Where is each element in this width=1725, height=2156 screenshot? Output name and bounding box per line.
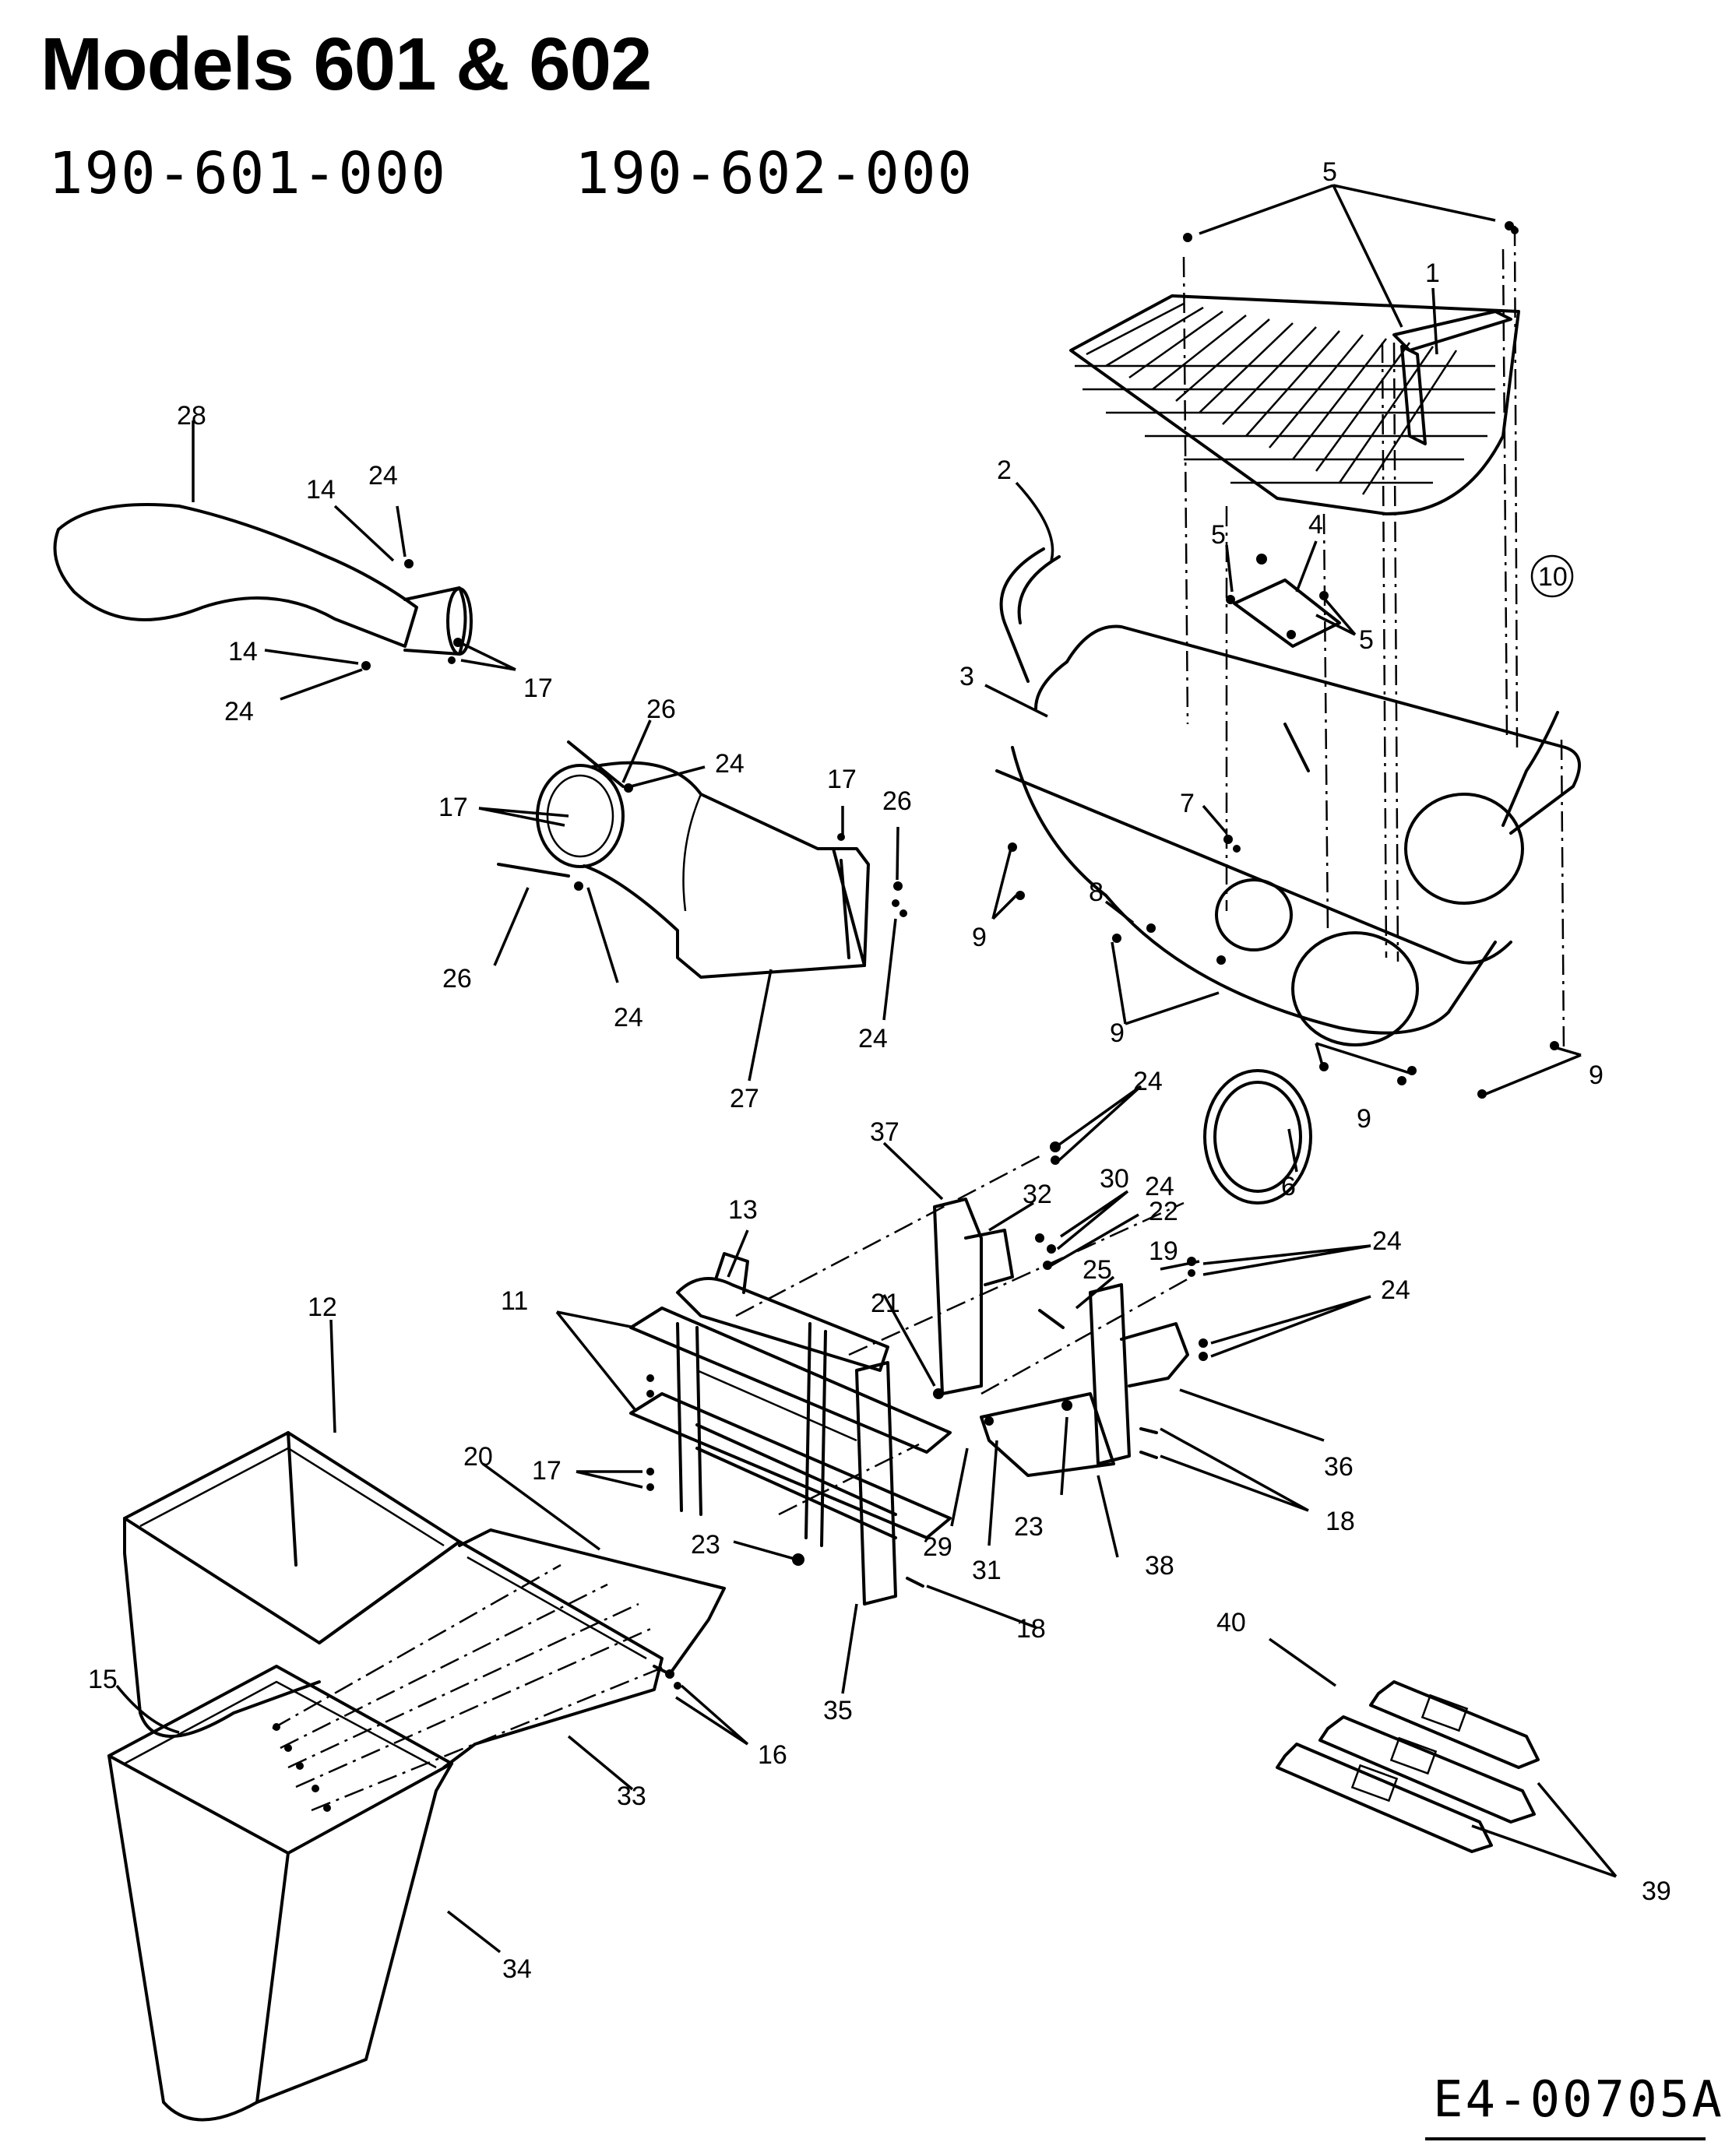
callout-37: 37 bbox=[870, 1117, 899, 1147]
callout-24-b: 24 bbox=[224, 697, 254, 726]
callout-1: 1 bbox=[1425, 259, 1440, 288]
callout-7: 7 bbox=[1180, 789, 1195, 818]
callout-22: 22 bbox=[1149, 1197, 1178, 1226]
part-plate-4 bbox=[1233, 579, 1341, 648]
callout-2: 2 bbox=[997, 455, 1012, 485]
chute-fasteners bbox=[361, 559, 907, 917]
hood-fasteners bbox=[1008, 221, 1559, 1099]
part-frame-33 bbox=[318, 1540, 664, 1769]
callout-39: 39 bbox=[1642, 1876, 1671, 1906]
callout-24-d: 24 bbox=[614, 1003, 643, 1032]
callout-26-c: 26 bbox=[442, 964, 472, 994]
callout-34: 34 bbox=[502, 1954, 532, 1984]
part-blades-39-40 bbox=[1276, 1680, 1540, 1853]
callout-6: 6 bbox=[1281, 1172, 1296, 1201]
callout-17-b: 17 bbox=[438, 793, 468, 822]
callout-36: 36 bbox=[1324, 1452, 1354, 1482]
callout-33: 33 bbox=[617, 1781, 646, 1811]
part-upright-35 bbox=[855, 1361, 897, 1606]
part-hood-3 bbox=[995, 624, 1581, 1046]
callout-9-a: 9 bbox=[972, 923, 987, 952]
callout-26-b: 26 bbox=[882, 786, 912, 816]
callout-21: 21 bbox=[871, 1289, 900, 1318]
part-frame-11 bbox=[629, 1307, 952, 1547]
callout-9-b: 9 bbox=[1110, 1018, 1125, 1048]
callout-leaders bbox=[115, 184, 1618, 1954]
callout-24-i: 24 bbox=[1381, 1275, 1410, 1305]
callout-24-f: 24 bbox=[1133, 1067, 1163, 1096]
part-chute-28 bbox=[53, 503, 473, 656]
part-plate-20 bbox=[458, 1528, 726, 1676]
callout-5-top: 5 bbox=[1322, 157, 1337, 187]
callout-5-right: 5 bbox=[1359, 625, 1374, 655]
part-ring-6 bbox=[1203, 1069, 1312, 1205]
part-chute-27 bbox=[536, 761, 870, 979]
model-number-602: 190-602-000 bbox=[575, 140, 974, 207]
callout-32: 32 bbox=[1023, 1180, 1052, 1209]
callout-35: 35 bbox=[823, 1696, 853, 1725]
callout-19: 19 bbox=[1149, 1236, 1178, 1266]
callout-24-g: 24 bbox=[1145, 1172, 1174, 1201]
callout-27: 27 bbox=[730, 1084, 759, 1113]
basket-fasteners bbox=[273, 1468, 681, 1812]
callout-23-a: 23 bbox=[691, 1530, 720, 1560]
callout-24-a: 24 bbox=[368, 461, 398, 491]
part-bracket-13 bbox=[676, 1252, 889, 1372]
callout-4: 4 bbox=[1308, 510, 1323, 540]
part-plate-38 bbox=[980, 1392, 1115, 1477]
callout-18-a: 18 bbox=[1325, 1507, 1355, 1536]
callout-23-b: 23 bbox=[1014, 1512, 1044, 1542]
part-screen-1 bbox=[1069, 294, 1520, 515]
callout-8: 8 bbox=[1089, 878, 1104, 907]
callout-20: 20 bbox=[463, 1442, 493, 1472]
callout-17-c: 17 bbox=[827, 765, 857, 794]
callout-31: 31 bbox=[972, 1556, 1002, 1585]
part-upright-37 bbox=[933, 1198, 1014, 1395]
callout-9-d: 9 bbox=[1589, 1060, 1604, 1090]
callout-17-d: 17 bbox=[532, 1456, 562, 1486]
callout-5-left: 5 bbox=[1211, 520, 1226, 550]
callout-38: 38 bbox=[1145, 1551, 1174, 1581]
diagram-title: Models 601 & 602 bbox=[40, 23, 652, 106]
callout-12: 12 bbox=[308, 1293, 337, 1322]
drawing-code: E4-00705A bbox=[1433, 2071, 1724, 2129]
callout-26-a: 26 bbox=[646, 695, 676, 724]
part-handle-2 bbox=[999, 547, 1061, 683]
callout-9-c: 9 bbox=[1357, 1104, 1371, 1134]
basket-assembly-guides bbox=[272, 1563, 667, 1812]
drawing-code-underline bbox=[1425, 2137, 1706, 2140]
callout-24-c: 24 bbox=[715, 749, 745, 779]
callout-16: 16 bbox=[758, 1740, 787, 1770]
callout-14-b: 14 bbox=[228, 637, 258, 666]
frame-assembly-guides bbox=[735, 1155, 1192, 1516]
callout-17-a: 17 bbox=[523, 674, 553, 703]
callout-3: 3 bbox=[959, 662, 974, 691]
part-basket-12 bbox=[123, 1431, 461, 1738]
callout-10: 10 bbox=[1538, 562, 1568, 592]
callout-14-a: 14 bbox=[306, 475, 336, 505]
model-number-601: 190-601-000 bbox=[48, 140, 448, 207]
callout-11: 11 bbox=[501, 1286, 528, 1316]
callout-24-e: 24 bbox=[858, 1024, 888, 1053]
callout-13: 13 bbox=[728, 1195, 758, 1225]
callout-25: 25 bbox=[1083, 1255, 1112, 1285]
callout-24-h: 24 bbox=[1372, 1226, 1402, 1256]
callout-10-circle bbox=[1530, 554, 1574, 598]
callout-40: 40 bbox=[1216, 1608, 1246, 1637]
callout-28: 28 bbox=[177, 401, 206, 431]
callout-18-b: 18 bbox=[1016, 1614, 1046, 1644]
callout-30: 30 bbox=[1100, 1164, 1129, 1194]
callout-labels: 1 2 3 4 5 5 5 6 7 8 9 9 9 9 10 11 12 13 … bbox=[88, 157, 1671, 1984]
callout-15: 15 bbox=[88, 1665, 118, 1694]
callout-29: 29 bbox=[923, 1532, 952, 1562]
